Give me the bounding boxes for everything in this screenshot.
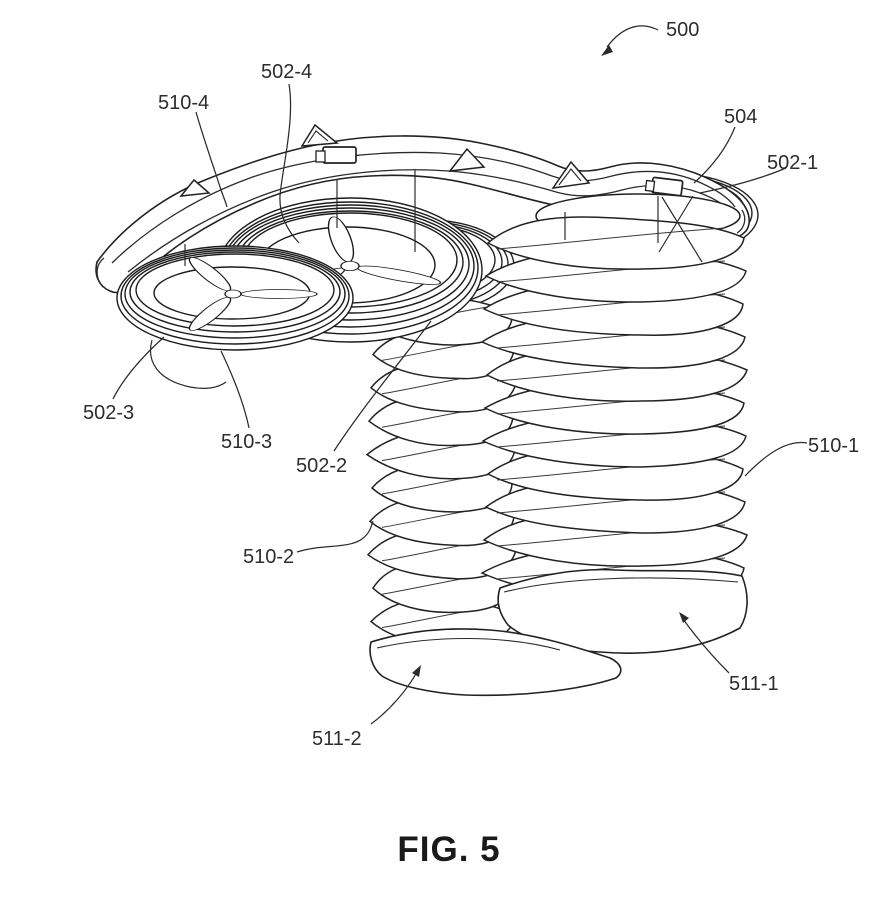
arrowhead-500: [601, 45, 613, 56]
leader-510-2: [296, 520, 374, 553]
mount-right: [650, 176, 684, 197]
label-502-3: 502-3: [83, 402, 134, 424]
leader-504: [693, 126, 736, 184]
label-502-1: 502-1: [767, 152, 818, 174]
label-511-2: 511-2: [312, 728, 362, 750]
frame-mounts: [315, 146, 684, 197]
frame-fins: [179, 123, 591, 197]
label-504: 504: [724, 106, 757, 128]
leader-510-1: [744, 441, 808, 477]
pointer-line-502-1-c: [658, 195, 694, 253]
fin-left: [179, 178, 211, 197]
figure-caption: FIG. 5: [397, 830, 500, 869]
bellows-ring-fold: [496, 227, 726, 250]
label-510-1: 510-1: [808, 435, 859, 457]
bellows-510-1-rings: [480, 193, 748, 600]
rotor-502-3-prop: [188, 257, 318, 331]
skirt-511-1: [497, 568, 748, 654]
fin-a-inner: [307, 130, 329, 144]
duct-coil-ring: [135, 253, 335, 327]
prop-blade: [240, 289, 318, 299]
frame-band: [95, 123, 750, 294]
duct-coil-ring: [120, 247, 350, 345]
skirt-511-2-inner-line: [376, 637, 561, 651]
label-500: 500: [666, 19, 699, 41]
frame-left-tip-arc: [96, 257, 105, 288]
skirt-511-1-outline: [497, 568, 748, 654]
label-510-4: 510-4: [158, 92, 209, 114]
skirt-511-1-inner-line: [503, 577, 739, 593]
leader-510-3: [220, 350, 250, 429]
mount-right-step: [644, 179, 656, 193]
cable-line: [150, 339, 227, 389]
bellows-ring: [486, 216, 745, 270]
label-502-2: 502-2: [296, 455, 347, 477]
arrowhead-511-1: [679, 612, 689, 623]
fin-a: [300, 123, 339, 147]
leader-502-2: [333, 320, 432, 452]
duct-coil-ring: [124, 249, 346, 339]
frame-band-inner-line-2: [127, 169, 732, 273]
leader-502-3: [112, 336, 165, 400]
label-511-1: 511-1: [729, 673, 779, 695]
prop-hub: [340, 260, 360, 272]
frame-band-inner-line-1: [111, 151, 736, 264]
leader-lines: [112, 25, 808, 725]
leader-500: [606, 25, 659, 48]
frame-right-tip-arc: [736, 209, 746, 234]
mount-left-step: [315, 150, 326, 163]
mount-left: [322, 146, 357, 164]
arrowhead-511-2: [412, 665, 421, 677]
fin-b: [448, 147, 486, 172]
prop-hub: [224, 289, 242, 299]
pointer-line-502-1-b: [661, 196, 703, 263]
strut-lines: [150, 170, 703, 389]
leader-502-1: [699, 167, 787, 194]
label-502-4: 502-4: [261, 61, 312, 83]
leader-502-4: [279, 83, 300, 244]
skirt-511-2-outline: [369, 628, 622, 697]
label-510-2: 510-2: [243, 546, 294, 568]
leader-511-2: [370, 671, 418, 725]
skirt-511-2: [369, 628, 622, 697]
reference-labels: 500 502-4 510-4 504 502-1 502-3 510-3 50…: [83, 19, 859, 750]
leader-511-1: [682, 618, 730, 674]
fin-c-inner: [558, 168, 582, 186]
leader-510-4: [195, 111, 228, 208]
duct-coil-ring: [129, 251, 341, 333]
label-510-3: 510-3: [221, 431, 272, 453]
